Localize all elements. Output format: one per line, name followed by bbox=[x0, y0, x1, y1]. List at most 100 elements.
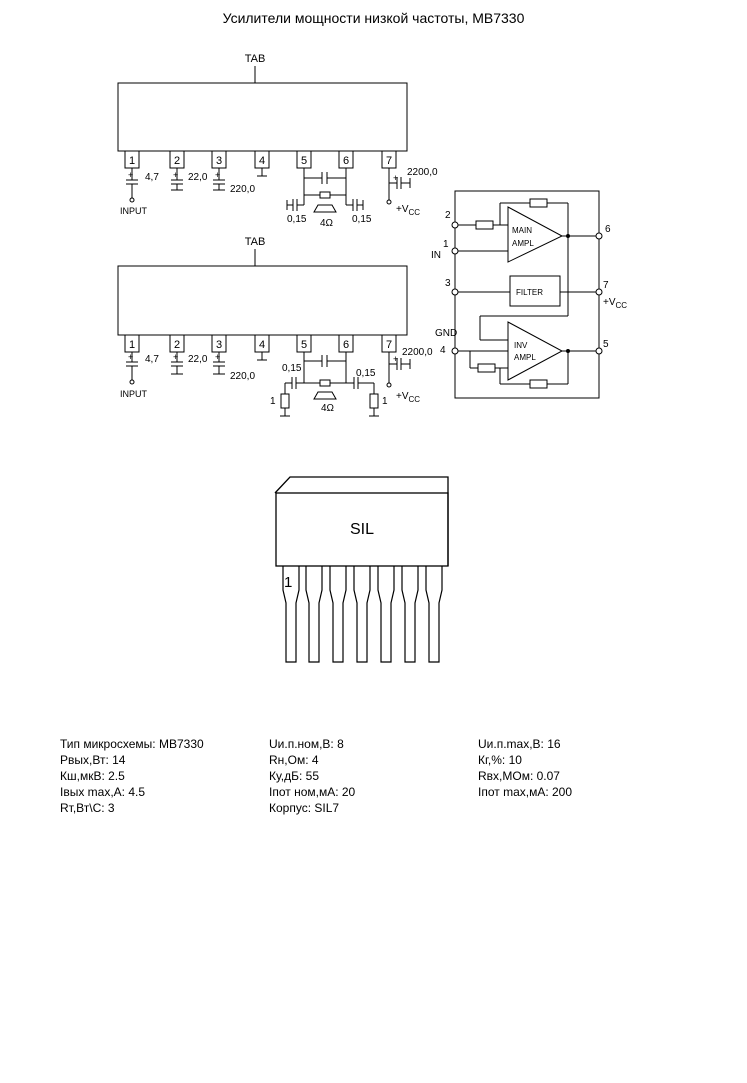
spec-line: Рвых,Вт: 14 bbox=[60, 753, 126, 767]
schematic-bottom-group: TAB 1 2 3 4 5 6 7 + 4,7 INPUT bbox=[117, 236, 433, 417]
cap-label: 22,0 bbox=[188, 172, 208, 183]
supply-network: + bbox=[386, 352, 411, 388]
svg-text:+: + bbox=[173, 170, 178, 180]
spec-line: Rт,Вт\С: 3 bbox=[60, 801, 115, 815]
pin-number: 7 bbox=[386, 339, 392, 351]
vcc-label: +VCC bbox=[603, 297, 627, 310]
cap-label: 0,15 bbox=[282, 363, 302, 374]
specs-column-2: Uи.п.ном,В: 8 Rн,Ом: 4 Ку,дБ: 55 Iпот но… bbox=[269, 736, 355, 816]
schematic-top-group: TAB 1 2 3 4 5 6 7 + 4,7 INPUT bbox=[117, 53, 438, 229]
specs-column-1: Тип микросхемы: MB7330 Рвых,Вт: 14 Кш,мк… bbox=[60, 736, 204, 816]
pin-label: 3 bbox=[445, 278, 451, 289]
pin-number: 4 bbox=[259, 339, 265, 351]
spec-line: Rн,Ом: 4 bbox=[269, 753, 319, 767]
spec-line: Ку,дБ: 55 bbox=[269, 769, 320, 783]
cap-label: 220,0 bbox=[230, 371, 255, 382]
pin-label: 1 bbox=[443, 239, 449, 250]
svg-text:+: + bbox=[393, 173, 398, 183]
vcc-label: +VCC bbox=[396, 204, 420, 217]
input-label: INPUT bbox=[120, 206, 148, 216]
main-amplifier bbox=[507, 206, 564, 263]
svg-text:+: + bbox=[393, 354, 398, 364]
spec-line: Кг,%: 10 bbox=[478, 753, 522, 767]
capacitor-pin2: + bbox=[171, 168, 183, 191]
spec-line: Iпот ном,мА: 20 bbox=[269, 785, 356, 799]
output-network bbox=[286, 168, 364, 213]
cap-label: 220,0 bbox=[230, 184, 255, 195]
speaker-label: 4Ω bbox=[320, 218, 334, 229]
svg-text:+: + bbox=[215, 170, 220, 180]
tab-label: TAB bbox=[245, 53, 266, 65]
ic-body bbox=[117, 265, 408, 336]
in-label: IN bbox=[431, 250, 441, 261]
pin-label: 7 bbox=[603, 280, 609, 291]
pin-number: 1 bbox=[129, 155, 135, 167]
cap-label: 4,7 bbox=[145, 354, 159, 365]
capacitor-input: + bbox=[126, 352, 138, 385]
cap-label: 0,15 bbox=[356, 368, 376, 379]
cap-label: 4,7 bbox=[145, 172, 159, 183]
spec-line: Uи.п.max,B: 16 bbox=[478, 737, 561, 751]
svg-text:+: + bbox=[215, 352, 220, 362]
ic-body bbox=[117, 82, 408, 152]
spec-line: Кш,мкВ: 2.5 bbox=[60, 769, 125, 783]
supply-network: + bbox=[386, 168, 411, 205]
pin-label: 6 bbox=[605, 224, 611, 235]
amp-label: INV bbox=[514, 341, 528, 350]
spec-line: Тип микросхемы: MB7330 bbox=[60, 737, 204, 751]
pin-number: 3 bbox=[216, 339, 222, 351]
gnd-label: GND bbox=[435, 328, 457, 339]
capacitor-pin3: + bbox=[213, 168, 225, 191]
pin-number: 1 bbox=[129, 339, 135, 351]
cap-label: 2200,0 bbox=[402, 347, 433, 358]
filter-label: FILTER bbox=[516, 288, 543, 297]
svg-text:+: + bbox=[128, 170, 133, 180]
pin-number: 5 bbox=[301, 339, 307, 351]
package-pins bbox=[282, 566, 443, 663]
cap-label: 0,15 bbox=[287, 214, 307, 225]
pin-label: 5 bbox=[603, 339, 609, 350]
capacitor-pin2: + bbox=[171, 352, 183, 375]
resistor-label: 1 bbox=[382, 396, 388, 407]
input-label: INPUT bbox=[120, 389, 148, 399]
pin-number: 3 bbox=[216, 155, 222, 167]
tab-label: TAB bbox=[245, 236, 266, 248]
resistor-label: 1 bbox=[270, 396, 276, 407]
ground-pin4 bbox=[257, 352, 267, 361]
svg-text:+: + bbox=[128, 352, 133, 362]
pin-number: 7 bbox=[386, 155, 392, 167]
pin-number: 2 bbox=[174, 155, 180, 167]
pin-number: 4 bbox=[259, 155, 265, 167]
package-label: SIL bbox=[350, 521, 374, 538]
pin-number: 5 bbox=[301, 155, 307, 167]
spec-line: Iвых max,A: 4.5 bbox=[60, 785, 146, 799]
spec-line: Корпус: SIL7 bbox=[269, 801, 340, 815]
amp-label: MAIN bbox=[512, 226, 532, 235]
pin-label: 4 bbox=[440, 345, 446, 356]
pin-number: 6 bbox=[343, 155, 349, 167]
inv-amplifier bbox=[507, 321, 564, 381]
block-diagram: 2 1 IN 3 GND 4 6 7 +VCC 5 MAIN AMPL FILT… bbox=[431, 190, 627, 399]
speaker-label: 4Ω bbox=[321, 403, 335, 414]
ground-pin4 bbox=[257, 168, 267, 177]
cap-label: 0,15 bbox=[352, 214, 372, 225]
pin-label: 2 bbox=[445, 210, 451, 221]
capacitor-pin3: + bbox=[213, 352, 225, 375]
vcc-label: +VCC bbox=[396, 391, 420, 404]
package-drawing: SIL 1 bbox=[274, 476, 449, 591]
specs-column-3: Uи.п.max,B: 16 Кг,%: 10 Rвх,МОм: 0.07 Iп… bbox=[478, 736, 572, 800]
spec-line: Rвх,МОм: 0.07 bbox=[478, 769, 560, 783]
spec-line: Iпот max,мА: 200 bbox=[478, 785, 573, 799]
filter-block bbox=[509, 275, 561, 307]
cap-label: 22,0 bbox=[188, 354, 208, 365]
amp-label: AMPL bbox=[514, 353, 536, 362]
amp-label: AMPL bbox=[512, 239, 534, 248]
cap-label: 2200,0 bbox=[407, 167, 438, 178]
svg-text:+: + bbox=[173, 352, 178, 362]
pin-number: 6 bbox=[343, 339, 349, 351]
pin1-label: 1 bbox=[284, 574, 292, 591]
pin-number: 2 bbox=[174, 339, 180, 351]
spec-line: Uи.п.ном,В: 8 bbox=[269, 737, 344, 751]
capacitor-input: + bbox=[126, 168, 138, 203]
